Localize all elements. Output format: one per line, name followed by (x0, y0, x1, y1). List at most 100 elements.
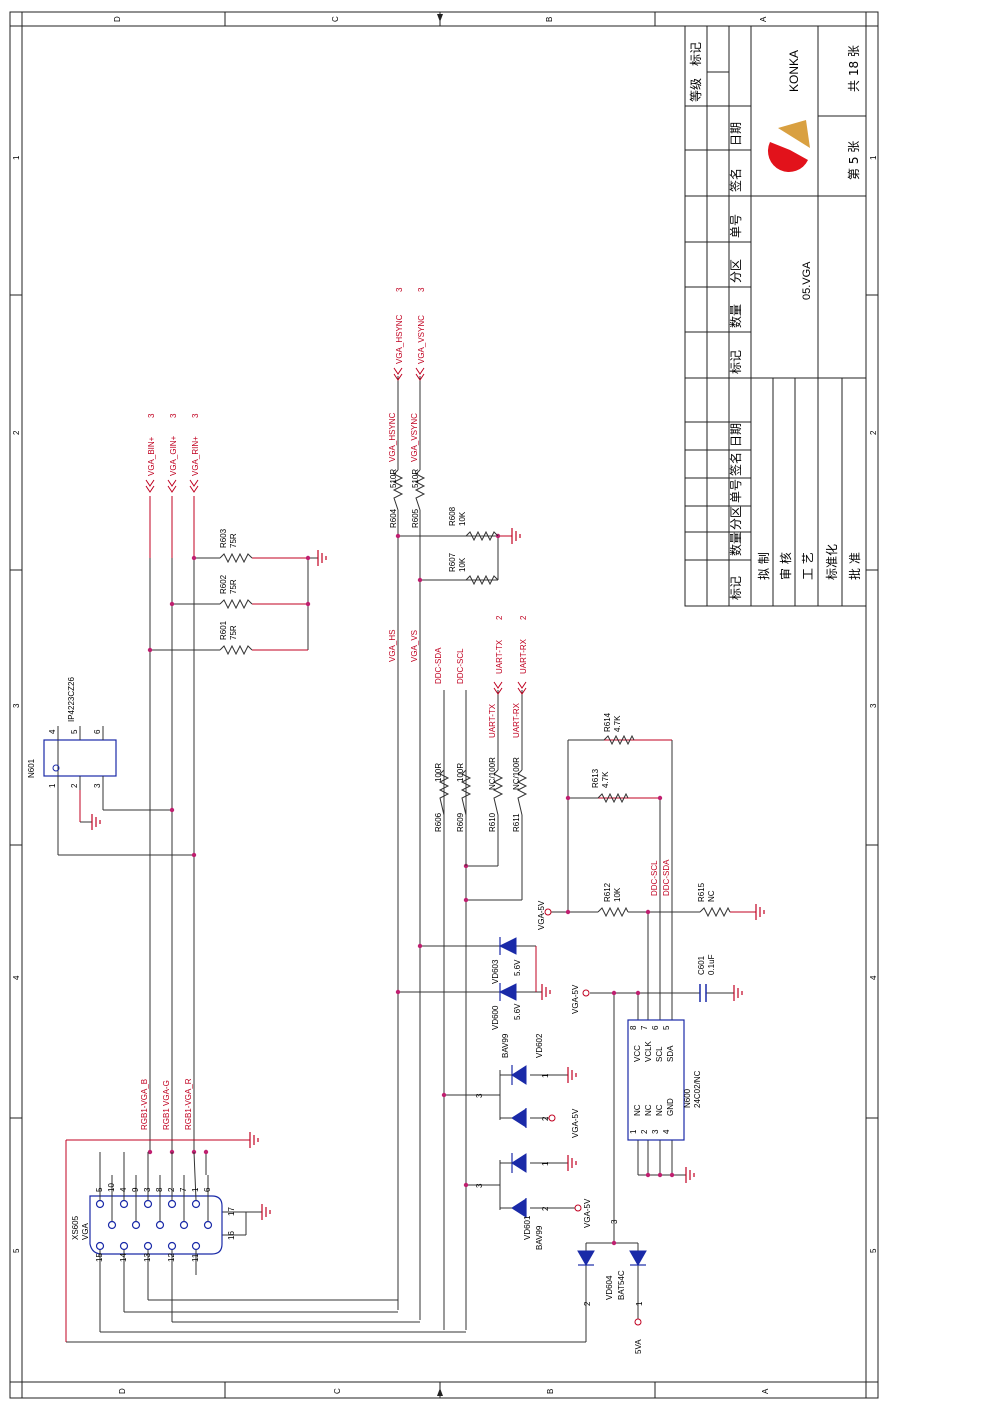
pin-number: 4 (662, 1129, 671, 1134)
gnd-6 (733, 985, 743, 1001)
r604-body (392, 469, 404, 511)
net-vga-hsync: VGA_HSYNC (388, 412, 397, 462)
header-mark: 标记 (729, 576, 743, 600)
gnd-2 (91, 814, 101, 830)
pin-number: 13 (143, 1253, 152, 1262)
pin-number: 1 (48, 783, 57, 788)
c601-ref: C601 (697, 955, 706, 975)
r614-body (603, 734, 635, 746)
vd600-ref: VD600 (491, 1005, 500, 1030)
c601-body (699, 984, 707, 1002)
net-5va: 5VA (634, 1339, 643, 1354)
pin-number: 3 (475, 1093, 484, 1098)
pin-number: 4 (119, 1187, 128, 1192)
pin-number: 3 (610, 1219, 619, 1224)
vd600-body (498, 983, 517, 1001)
net-ref: 2 (519, 615, 528, 620)
border-number: 2 (12, 430, 21, 435)
r611-ref: R611 (512, 813, 521, 832)
r605-ref: R605 (411, 508, 420, 528)
r613-body (597, 792, 629, 804)
n601-pins (57, 726, 104, 790)
vd600-val: 5.6V (513, 1003, 522, 1020)
r606-body (438, 769, 450, 816)
r607-body (465, 574, 499, 586)
r614-ref: R614 (603, 712, 612, 732)
vd602-ref: VD602 (535, 1033, 544, 1058)
pin-number: 10 (107, 1183, 116, 1192)
pin-number: 17 (227, 1207, 236, 1216)
r608-body (465, 530, 499, 542)
pin-number: 7 (640, 1025, 649, 1030)
pin-number: 8 (629, 1025, 638, 1030)
header-sign: 签名 (728, 452, 743, 476)
pin-number: 3 (93, 783, 102, 788)
vd603-val: 5.6V (513, 959, 522, 976)
r603-ref: R603 (219, 528, 228, 548)
header-no: 单号 (729, 214, 743, 238)
r601-ref: R601 (219, 620, 228, 640)
r611-body (516, 769, 528, 816)
border-number: 4 (12, 975, 21, 980)
n600-pin-name: NC (644, 1104, 653, 1116)
r614-val: 4.7K (613, 715, 622, 732)
r615-ref: R615 (697, 882, 706, 902)
center-arrow-top (437, 14, 443, 22)
vd604-ref: VD604 (605, 1275, 614, 1300)
net-vga-vsync-out: VGA_VSYNC (417, 315, 426, 364)
net-vga-5v: VGA-5V (571, 1108, 580, 1138)
vga-connector-body (89, 1195, 223, 1255)
pin-number: 2 (640, 1129, 649, 1134)
n600-pin-names: NC NC NC GND VCC VCLK SCL SDA (633, 1040, 675, 1116)
border-number: 1 (12, 155, 21, 160)
border-number: 5 (12, 1248, 21, 1253)
border-numbers-right: 1 2 3 4 5 (869, 155, 878, 1253)
pin-number: 9 (131, 1187, 140, 1192)
gnd-1 (317, 550, 327, 566)
r613-val: 4.7K (601, 771, 610, 788)
pin-number: 8 (155, 1187, 164, 1192)
vd604-body (577, 1250, 647, 1267)
net-vga-bin: VGA_BIN+ (147, 436, 156, 476)
net-vga-hsync-out: VGA_HSYNC (395, 314, 404, 364)
net-ref: 3 (147, 413, 156, 418)
header-qty: 数量 (728, 304, 743, 328)
header-zone: 分区 (729, 506, 743, 530)
pin-number: 2 (167, 1187, 176, 1192)
vd604-val: BAT54C (617, 1270, 626, 1300)
pin-number: 14 (119, 1253, 128, 1262)
net-ddc-sda: DDC-SDA (434, 647, 443, 684)
r607-ref: R607 (448, 552, 457, 572)
r612-ref: R612 (603, 882, 612, 902)
r613-ref: R613 (591, 768, 600, 788)
border-number: 3 (869, 703, 878, 708)
pin-number: 6 (93, 729, 102, 734)
vd602-body (500, 1065, 527, 1128)
gnd-11 (261, 1204, 271, 1220)
center-arrow-bottom (437, 1388, 443, 1396)
r602-body (219, 598, 253, 610)
gnd-8 (567, 1155, 577, 1171)
signal-traces (65, 496, 756, 1342)
pin-number: 15 (95, 1253, 104, 1262)
r606-ref: R606 (434, 812, 443, 832)
pin-number: 16 (227, 1231, 236, 1240)
net-uart-rx: UART-RX (519, 638, 528, 674)
pin-number: 4 (48, 729, 57, 734)
pin-number: 1 (635, 1301, 644, 1306)
role-standard: 标准化 (825, 544, 839, 580)
border-number: 2 (869, 430, 878, 435)
gnd-10 (249, 1132, 259, 1148)
pin-number: 11 (191, 1253, 200, 1262)
n600-pin-name: VCC (633, 1045, 642, 1062)
border-letters-bottom: D C B A (118, 1388, 770, 1394)
net-ddc-scl-eeprom: DDC-SCL (650, 860, 659, 896)
net-vga-hs: VGA_HS (388, 630, 397, 662)
n600-body (627, 1019, 685, 1141)
net-ref: 3 (191, 413, 200, 418)
pin-number: 3 (143, 1187, 152, 1192)
n600-pin-name: SDA (666, 1045, 675, 1062)
gnd-9 (685, 1167, 695, 1183)
net-uart-tx-local: UART-TX (488, 703, 497, 738)
